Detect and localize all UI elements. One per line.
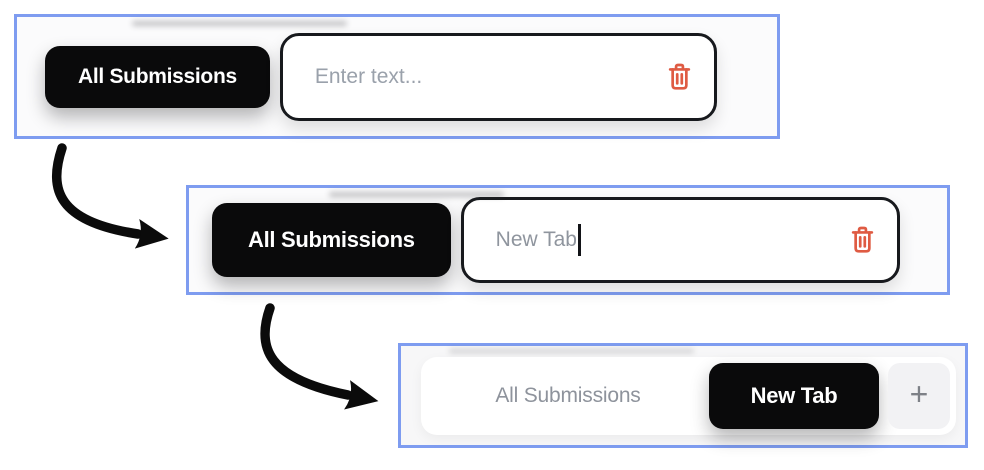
tab-all-submissions[interactable]: All Submissions bbox=[212, 203, 451, 277]
delete-tab-button[interactable] bbox=[850, 226, 875, 254]
tab-all-submissions[interactable]: All Submissions bbox=[45, 45, 270, 108]
step-2-panel: All Submissions New Tab bbox=[186, 185, 950, 295]
tab-name-input-box: New Tab bbox=[460, 197, 900, 283]
tab-new-tab[interactable]: New Tab bbox=[709, 362, 879, 429]
flow-arrow-1 bbox=[51, 143, 169, 249]
flow-arrow-2 bbox=[260, 303, 379, 410]
add-tab-button[interactable]: + bbox=[888, 362, 950, 429]
crop-shadow bbox=[449, 349, 694, 353]
step-1-panel: All Submissions bbox=[14, 14, 780, 139]
text-cursor bbox=[577, 224, 581, 256]
plus-icon: + bbox=[909, 375, 929, 412]
tab-name-input-value: New Tab bbox=[495, 228, 577, 251]
trash-icon bbox=[668, 63, 691, 90]
tab-bar: All Submissions New Tab + bbox=[421, 356, 956, 435]
tab-name-input-box bbox=[279, 32, 717, 121]
tab-all-submissions[interactable]: All Submissions bbox=[495, 383, 641, 407]
delete-tab-button[interactable] bbox=[667, 63, 692, 91]
tab-name-input[interactable]: New Tab bbox=[496, 224, 838, 256]
trash-icon bbox=[851, 226, 873, 253]
crop-shadow bbox=[132, 21, 347, 26]
tab-name-input[interactable] bbox=[314, 64, 655, 89]
step-3-panel: All Submissions New Tab + bbox=[398, 343, 968, 448]
